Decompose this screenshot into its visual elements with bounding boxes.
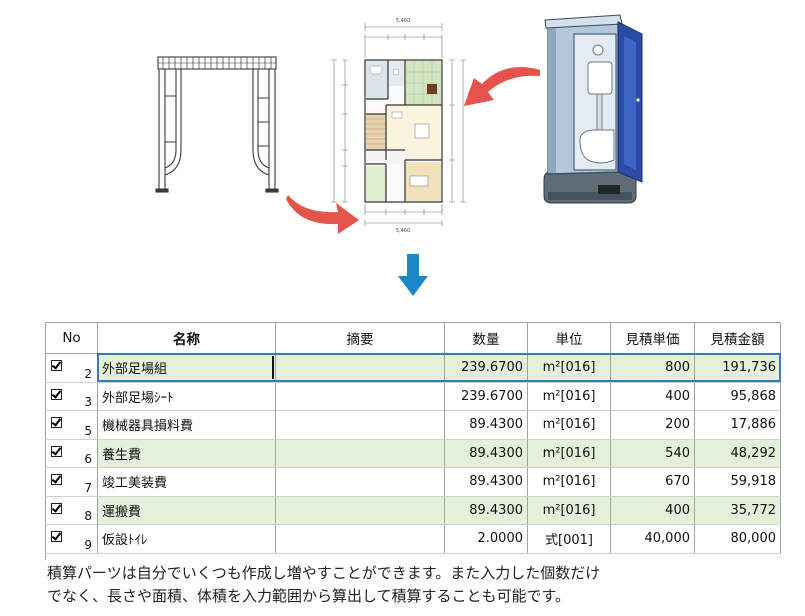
header-name: 名称 — [97, 322, 276, 354]
cell-unit-price[interactable]: 400 — [610, 381, 695, 411]
header-no: No — [45, 322, 98, 354]
caption: 積算パーツは自分でいくつも作成し増やすことができます。また入力した個数だけ でな… — [47, 562, 600, 608]
row-number: 2 — [84, 366, 92, 381]
header-summary: 摘要 — [275, 322, 445, 354]
plan-dimension-bottom: 5,460 — [396, 228, 410, 234]
cell-amount[interactable]: 17,886 — [694, 410, 781, 440]
row-number-cell[interactable]: 9 — [45, 524, 98, 554]
cell-summary[interactable] — [275, 353, 445, 383]
cell-unit-price[interactable]: 800 — [610, 353, 695, 383]
cell-unit[interactable]: 式[001] — [527, 524, 611, 554]
cell-unit[interactable]: m²[016] — [527, 438, 611, 468]
cell-name[interactable]: 竣工美装費 — [97, 467, 276, 497]
red-arrow-from-scaffold — [286, 195, 359, 234]
table-row[interactable]: 5 機械器具損料費 89.4300 m²[016] 200 17,886 — [45, 410, 781, 440]
cell-amount[interactable]: 35,772 — [694, 495, 781, 525]
cell-name[interactable]: 外部足場ｼｰﾄ — [97, 381, 276, 411]
illustration-area: 5,460 5,460 — [155, 14, 643, 296]
cell-unit[interactable]: m²[016] — [527, 353, 611, 383]
table-row[interactable]: 3 外部足場ｼｰﾄ 239.6700 m²[016] 400 95,868 — [45, 381, 781, 411]
row-number-cell[interactable]: 5 — [45, 410, 98, 440]
cell-name[interactable]: 運搬費 — [97, 495, 276, 525]
row-number-cell[interactable]: 6 — [45, 438, 98, 468]
cell-name[interactable]: 仮設ﾄｲﾚ — [97, 524, 276, 554]
row-number-cell[interactable]: 3 — [45, 381, 98, 411]
row-number: 6 — [84, 452, 92, 466]
cell-summary[interactable] — [275, 495, 445, 525]
cell-name[interactable]: 養生費 — [97, 438, 276, 468]
row-number-cell[interactable]: 7 — [45, 467, 98, 497]
floor-plan-illustration: 5,460 5,460 — [331, 18, 466, 234]
cell-quantity[interactable]: 239.6700 — [444, 381, 528, 411]
header-unit: 単位 — [527, 322, 611, 354]
table-row[interactable]: 8 運搬費 89.4300 m²[016] 400 35,772 — [45, 495, 781, 525]
cell-unit[interactable]: m²[016] — [527, 467, 611, 497]
cell-quantity[interactable]: 89.4300 — [444, 467, 528, 497]
cell-quantity[interactable]: 89.4300 — [444, 438, 528, 468]
estimate-grid: No 名称 摘要 数量 単位 見積単価 見積金額 2 外部足場組 239.670… — [45, 322, 781, 560]
cell-unit[interactable]: m²[016] — [527, 381, 611, 411]
caption-line-1: 積算パーツは自分でいくつも作成し増やすことができます。また入力した個数だけ — [47, 564, 601, 582]
row-checkbox[interactable] — [51, 474, 62, 485]
cell-unit[interactable]: m²[016] — [527, 495, 611, 525]
header-row: No 名称 摘要 数量 単位 見積単価 見積金額 — [45, 322, 781, 354]
row-number: 5 — [84, 423, 92, 438]
table-continuation — [45, 553, 46, 560]
cell-amount[interactable]: 80,000 — [694, 524, 781, 554]
cell-name[interactable]: 機械器具損料費 — [97, 410, 276, 440]
row-number-cell[interactable]: 2 — [45, 353, 98, 383]
row-number: 8 — [84, 509, 92, 523]
row-checkbox[interactable] — [51, 417, 62, 428]
estimate-table: No 名称 摘要 数量 単位 見積単価 見積金額 2 外部足場組 239.670… — [45, 322, 781, 554]
cell-unit[interactable]: m²[016] — [527, 410, 611, 440]
cell-unit-price[interactable]: 400 — [610, 495, 695, 525]
cell-unit-price[interactable]: 200 — [610, 410, 695, 440]
cell-quantity[interactable]: 239.6700 — [444, 353, 528, 383]
cell-unit-price[interactable]: 670 — [610, 467, 695, 497]
red-arrow-from-toilet — [464, 67, 540, 106]
table-row[interactable]: 6 養生費 89.4300 m²[016] 540 48,292 — [45, 438, 781, 468]
table-row[interactable]: 2 外部足場組 239.6700 m²[016] 800 191,736 — [45, 353, 781, 383]
row-checkbox[interactable] — [51, 360, 62, 371]
arrow-down-icon — [398, 254, 428, 296]
row-number: 9 — [84, 537, 92, 552]
cell-summary[interactable] — [275, 467, 445, 497]
row-number: 3 — [84, 395, 92, 409]
cell-quantity[interactable]: 2.0000 — [444, 524, 528, 554]
cell-summary[interactable] — [275, 381, 445, 411]
row-checkbox[interactable] — [51, 445, 62, 457]
row-number-cell[interactable]: 8 — [45, 495, 98, 525]
cell-amount[interactable]: 48,292 — [694, 438, 781, 468]
header-amount: 見積金額 — [694, 322, 781, 354]
cell-summary[interactable] — [275, 438, 445, 468]
header-quantity: 数量 — [444, 322, 528, 354]
row-checkbox[interactable] — [51, 502, 62, 514]
table-row[interactable]: 7 竣工美装費 89.4300 m²[016] 670 59,918 — [45, 467, 781, 497]
header-unit-price: 見積単価 — [610, 322, 695, 354]
row-number: 7 — [84, 480, 92, 495]
cell-amount[interactable]: 95,868 — [694, 381, 781, 411]
cell-unit-price[interactable]: 40,000 — [610, 524, 695, 554]
caption-line-2: でなく、長さや面積、体積を入力範囲から算出して積算することも可能です。 — [47, 587, 571, 605]
plan-dimension-top: 5,460 — [396, 18, 410, 24]
cell-summary[interactable] — [275, 410, 445, 440]
cell-amount[interactable]: 191,736 — [694, 353, 781, 383]
row-checkbox[interactable] — [51, 531, 62, 542]
cell-summary[interactable] — [275, 524, 445, 554]
cell-amount[interactable]: 59,918 — [694, 467, 781, 497]
cell-quantity[interactable]: 89.4300 — [444, 495, 528, 525]
scaffold-illustration — [155, 56, 279, 193]
cell-unit-price[interactable]: 540 — [610, 438, 695, 468]
table-row[interactable]: 9 仮設ﾄｲﾚ 2.0000 式[001] 40,000 80,000 — [45, 524, 781, 554]
row-checkbox[interactable] — [51, 388, 62, 400]
portable-toilet-illustration — [543, 14, 643, 204]
cell-quantity[interactable]: 89.4300 — [444, 410, 528, 440]
cell-name[interactable]: 外部足場組 — [97, 353, 276, 383]
